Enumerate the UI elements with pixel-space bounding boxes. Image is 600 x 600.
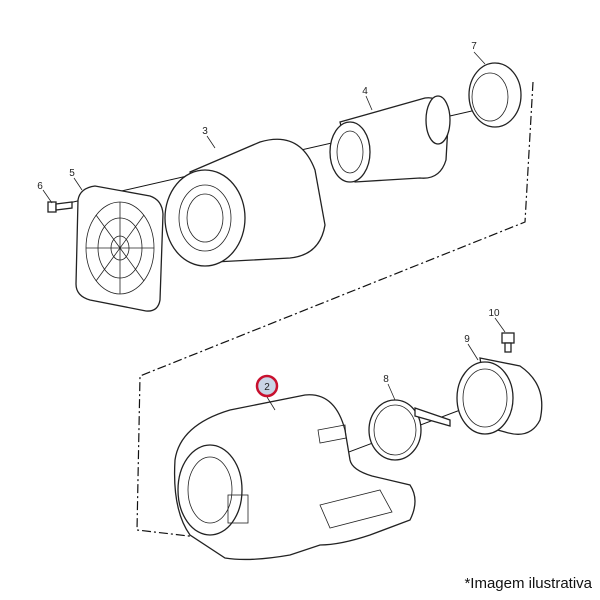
callout-2-highlight-circle[interactable] [255,374,279,398]
callout-7[interactable]: 7 [471,41,477,52]
callout-4[interactable]: 4 [362,86,368,97]
leader-lines [42,51,506,411]
part-8-hose-clamp [368,399,451,461]
part-5-cover [75,185,164,312]
assembly-frame-line [136,81,534,547]
illustrative-image-caption: *Imagem ilustrativa [464,575,592,592]
callout-3[interactable]: 3 [202,126,208,137]
callout-9[interactable]: 9 [464,334,470,345]
callout-8[interactable]: 8 [383,374,389,385]
callout-6[interactable]: 6 [37,181,43,192]
callout-10[interactable]: 10 [488,308,500,319]
part-7-seal-ring [468,62,522,128]
part-6-bolt [47,201,73,213]
part-4-safety-filter [329,95,451,183]
callout-5[interactable]: 5 [69,168,75,179]
part-2-filter-housing [173,394,416,561]
part-9-hose [456,357,543,435]
part-3-air-filter [164,138,326,267]
part-10-indicator [501,332,515,353]
callout-2[interactable]: 2 [264,382,270,393]
